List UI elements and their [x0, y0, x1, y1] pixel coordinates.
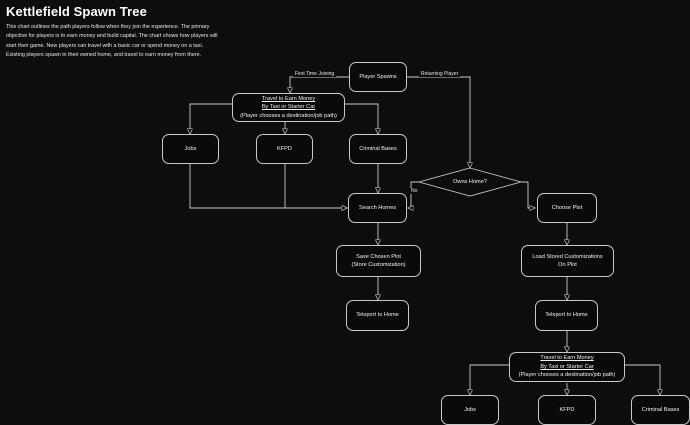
edge-label-returning-player: Returning Player	[419, 71, 461, 77]
node-travel-bottom-line1: Travel to Earn Money	[540, 355, 594, 362]
node-teleport-to-home-left-label: Teleport to Home	[356, 312, 399, 319]
node-kfpd-top-label: KFPD	[277, 145, 292, 152]
node-criminal-bases-bottom-label: Criminal Bases	[641, 406, 680, 413]
node-travel-bottom-line2: By Taxi or Starter Car	[540, 363, 594, 370]
node-load-stored-customizations-line2: On Plot	[558, 262, 577, 268]
node-criminal-bases-top[interactable]: Criminal Bases	[349, 134, 407, 164]
node-teleport-to-home-right[interactable]: Teleport to Home	[535, 300, 598, 331]
node-choose-plot[interactable]: Choose Plot	[537, 193, 597, 223]
node-owns-home-decision[interactable]: Owns Home?	[419, 168, 521, 196]
node-criminal-bases-top-label: Criminal Bases	[359, 145, 397, 152]
node-kfpd-bottom[interactable]: KFPD	[538, 395, 596, 425]
node-jobs-top-label: Jobs	[184, 145, 197, 152]
node-travel-top-line1: Travel to Earn Money	[261, 95, 316, 102]
node-jobs-top[interactable]: Jobs	[162, 134, 219, 164]
node-choose-plot-label: Choose Plot	[551, 204, 583, 211]
node-teleport-to-home-right-label: Teleport to Home	[545, 312, 588, 319]
node-player-spawns[interactable]: Player Spawns	[349, 62, 407, 92]
node-travel-top-line3: (Player chooses a destination/job path)	[240, 112, 337, 119]
node-owns-home-label: Owns Home?	[453, 179, 487, 185]
node-travel-to-earn-money-top[interactable]: Travel to Earn Money By Taxi or Starter …	[232, 93, 345, 122]
node-save-chosen-plot-line2: (Store Customization)	[351, 262, 406, 268]
node-kfpd-bottom-label: KFPD	[559, 406, 575, 413]
node-criminal-bases-bottom[interactable]: Criminal Bases	[631, 395, 690, 425]
node-player-spawns-label: Player Spawns	[359, 73, 397, 80]
node-load-stored-customizations[interactable]: Load Stored Customizations On Plot	[521, 245, 614, 277]
node-travel-top-line2: By Taxi or Starter Car	[261, 104, 316, 111]
node-travel-bottom-line3: (Player chooses a destination/job path)	[518, 372, 616, 379]
node-teleport-to-home-left[interactable]: Teleport to Home	[346, 300, 409, 331]
node-kfpd-top[interactable]: KFPD	[256, 134, 313, 164]
edge-label-no: No	[409, 188, 420, 194]
page-title: Kettlefield Spawn Tree	[6, 4, 147, 19]
node-load-stored-customizations-line1: Load Stored Customizations	[532, 253, 603, 260]
node-search-homes[interactable]: Search Homes	[348, 193, 407, 223]
page-description: This chart outlines the path players fol…	[6, 24, 218, 58]
node-save-chosen-plot-line1: Save Chosen Plot	[356, 253, 401, 260]
node-search-homes-label: Search Homes	[359, 204, 396, 211]
node-jobs-bottom-label: Jobs	[464, 406, 476, 413]
node-travel-to-earn-money-bottom[interactable]: Travel to Earn Money By Taxi or Starter …	[509, 352, 625, 382]
node-save-chosen-plot[interactable]: Save Chosen Plot (Store Customization)	[336, 245, 421, 277]
node-jobs-bottom[interactable]: Jobs	[441, 395, 499, 425]
edge-label-first-time-joining: First Time Joining	[293, 71, 337, 77]
